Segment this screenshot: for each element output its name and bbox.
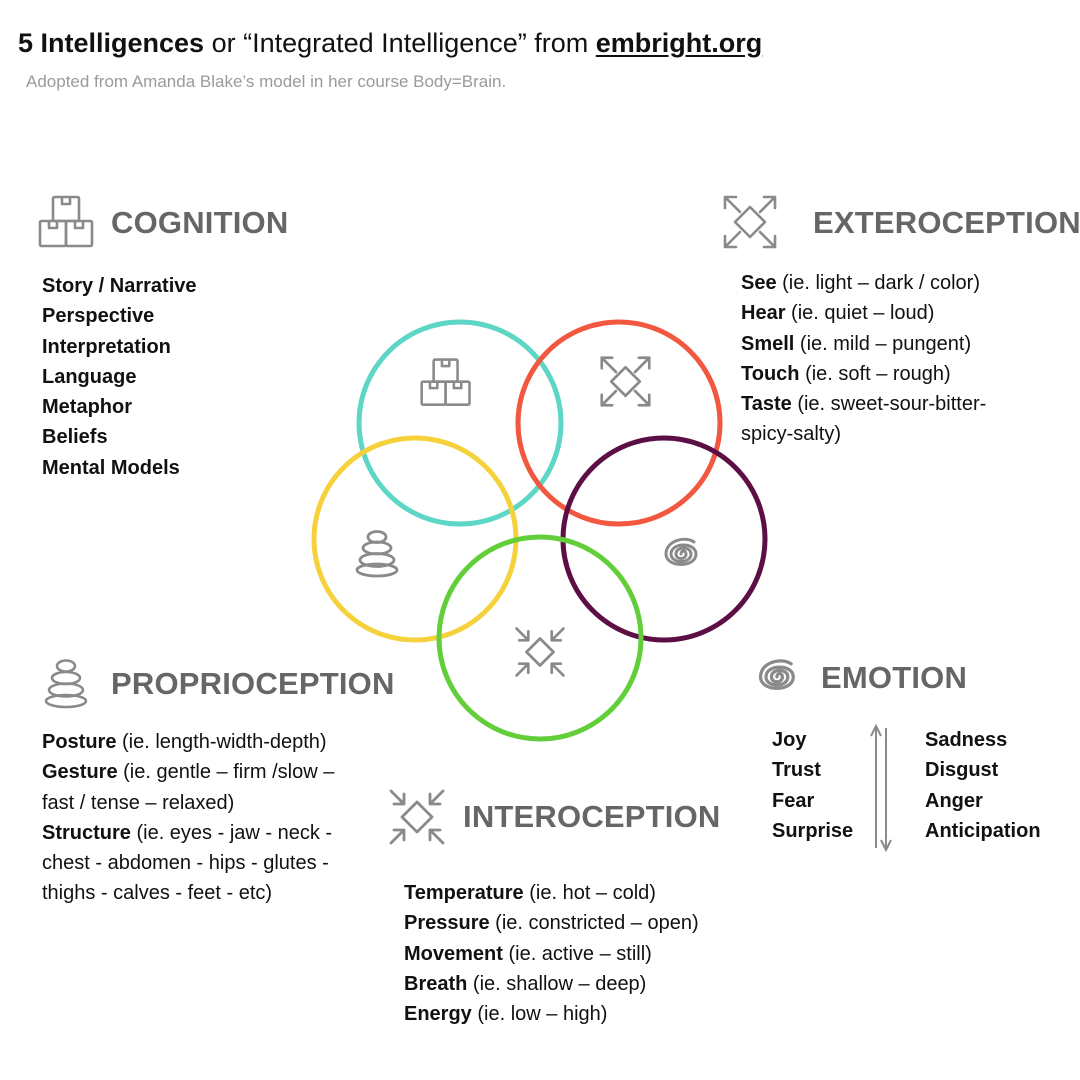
expand-arrows-diamond-icon [600,356,651,407]
embright-link[interactable]: embright.org [595,28,763,58]
expand-arrows-diamond-icon [723,195,777,249]
proprioception-heading: PROPRIOCEPTION [111,666,395,701]
list-item: Joy [772,729,807,751]
list-item: Anger [925,789,983,812]
list-item: Smell (ie. mild – pungent) [741,332,972,355]
list-item: Interpretation [42,335,171,358]
proprioception-list: Posture (ie. length-width-depth) Gesture… [42,727,372,909]
emotion-circle [560,435,768,643]
cognition-circle [356,319,564,527]
list-item: Metaphor [42,396,132,419]
venn-diagram [311,319,768,742]
list-item: Pressure (ie. constricted – open) [404,912,699,935]
list-item: Story / Narrative [42,275,197,297]
title-mid: or “Integrated Intelligence” from [204,28,596,58]
title-bold: 5 Intelligences [18,28,205,58]
list-item: Surprise [772,819,854,842]
cognition-list: Story / Narrative Perspective Interpreta… [42,271,197,483]
list-item: Movement (ie. active – still) [404,942,652,965]
spiral-icon [758,659,795,690]
exteroception-circle [515,319,723,527]
emotion-heading: EMOTION [821,660,968,695]
list-item: Language [42,365,137,388]
emotion-list-left: Joy Trust Fear Surprise [772,725,853,846]
list-item: Energy (ie. low – high) [404,1003,608,1026]
stacked-stones-icon [44,659,88,709]
list-item: Disgust [925,759,999,782]
list-item: Sadness [925,729,1008,751]
list-item: Beliefs [42,426,108,449]
page-subtitle: Adopted from Amanda Blake’s model in her… [26,72,507,91]
list-item: Perspective [42,305,155,328]
list-item: Structure (ie. eyes - jaw - neck - chest… [42,821,333,905]
list-item: Hear (ie. quiet – loud) [741,302,935,325]
page-title: 5 Intelligences or “Integrated Intellige… [18,28,762,59]
list-item: Posture (ie. length-width-depth) [42,731,327,753]
list-item: Fear [772,789,815,812]
interoception-list: Temperature (ie. hot – cold) Pressure (i… [404,878,699,1029]
opposites-arrows-icon [870,723,892,853]
interoception-circle [436,534,644,742]
emotion-list-right: Sadness Disgust Anger Anticipation [925,725,1041,846]
contract-arrows-diamond-icon [515,627,565,677]
interoception-heading: INTEROCEPTION [463,799,721,834]
stacked-boxes-icon [38,195,94,248]
exteroception-list: See (ie. light – dark / color) Hear (ie.… [741,268,1031,450]
contract-arrows-diamond-icon [389,789,445,845]
list-item: Taste (ie. sweet-sour-bitter-spicy-salty… [741,393,987,446]
list-item: Temperature (ie. hot – cold) [404,882,656,904]
list-item: Mental Models [42,456,180,479]
list-item: Anticipation [925,819,1041,842]
list-item: Touch (ie. soft – rough) [741,362,951,385]
cognition-heading: COGNITION [111,205,289,240]
proprioception-circle [311,435,519,643]
list-item: See (ie. light – dark / color) [741,272,981,294]
list-item: Breath (ie. shallow – deep) [404,972,647,995]
stacked-stones-icon [355,530,399,578]
list-item: Gesture (ie. gentle – firm /slow – fast … [42,761,335,814]
exteroception-heading: EXTEROCEPTION [813,205,1080,240]
list-item: Trust [772,759,821,782]
spiral-icon [664,537,698,566]
stacked-boxes-icon [420,358,471,406]
